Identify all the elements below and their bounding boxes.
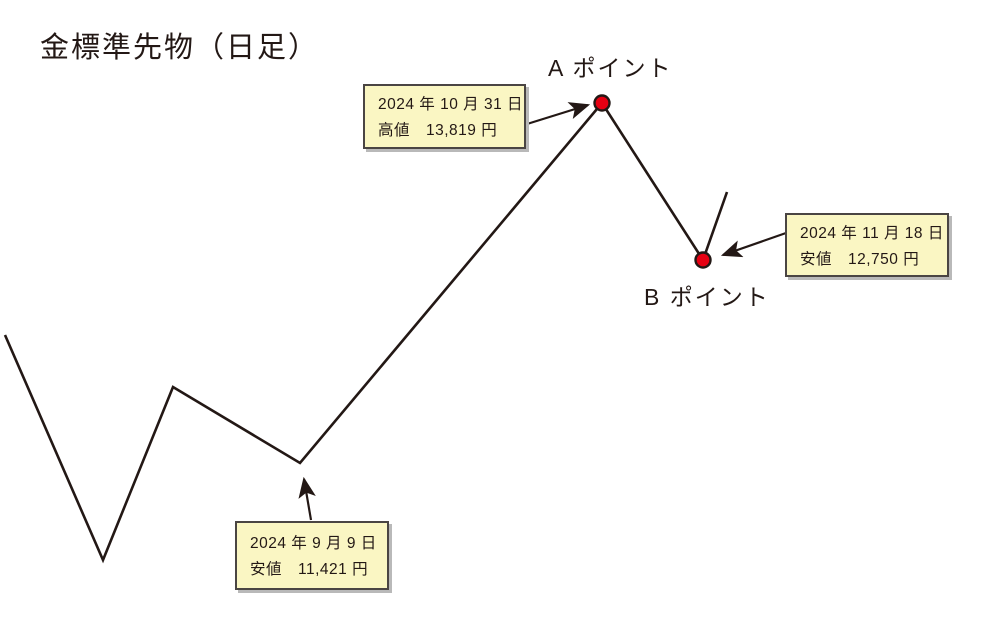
arrow-to-point-b-icon	[720, 231, 787, 258]
point-b-label: B ポイント	[644, 284, 770, 310]
point-b-dot	[694, 251, 712, 269]
annotation-value: 高値 13,819 円	[378, 122, 498, 139]
point-a-label: A ポイント	[548, 55, 673, 81]
arrow-to-sept-low-icon	[298, 476, 316, 521]
annotation-date: 2024 年 10 月 31 日	[378, 96, 523, 113]
price-line	[3, 100, 729, 564]
annotation-value: 安値 11,421 円	[250, 561, 369, 578]
chart-title: 金標準先物（日足）	[40, 32, 320, 64]
point-a-dot	[593, 94, 611, 112]
annotation-box-high-oct31: 2024 年 10 月 31 日 高値 13,819 円	[363, 84, 526, 149]
annotation-date: 2024 年 9 月 9 日	[250, 535, 377, 552]
annotation-date: 2024 年 11 月 18 日	[800, 225, 944, 242]
arrow-to-point-a-icon	[526, 102, 591, 126]
annotation-value: 安値 12,750 円	[800, 251, 920, 268]
annotation-box-low-nov18: 2024 年 11 月 18 日 安値 12,750 円	[785, 213, 949, 277]
annotation-box-low-sep9: 2024 年 9 月 9 日 安値 11,421 円	[235, 521, 389, 590]
